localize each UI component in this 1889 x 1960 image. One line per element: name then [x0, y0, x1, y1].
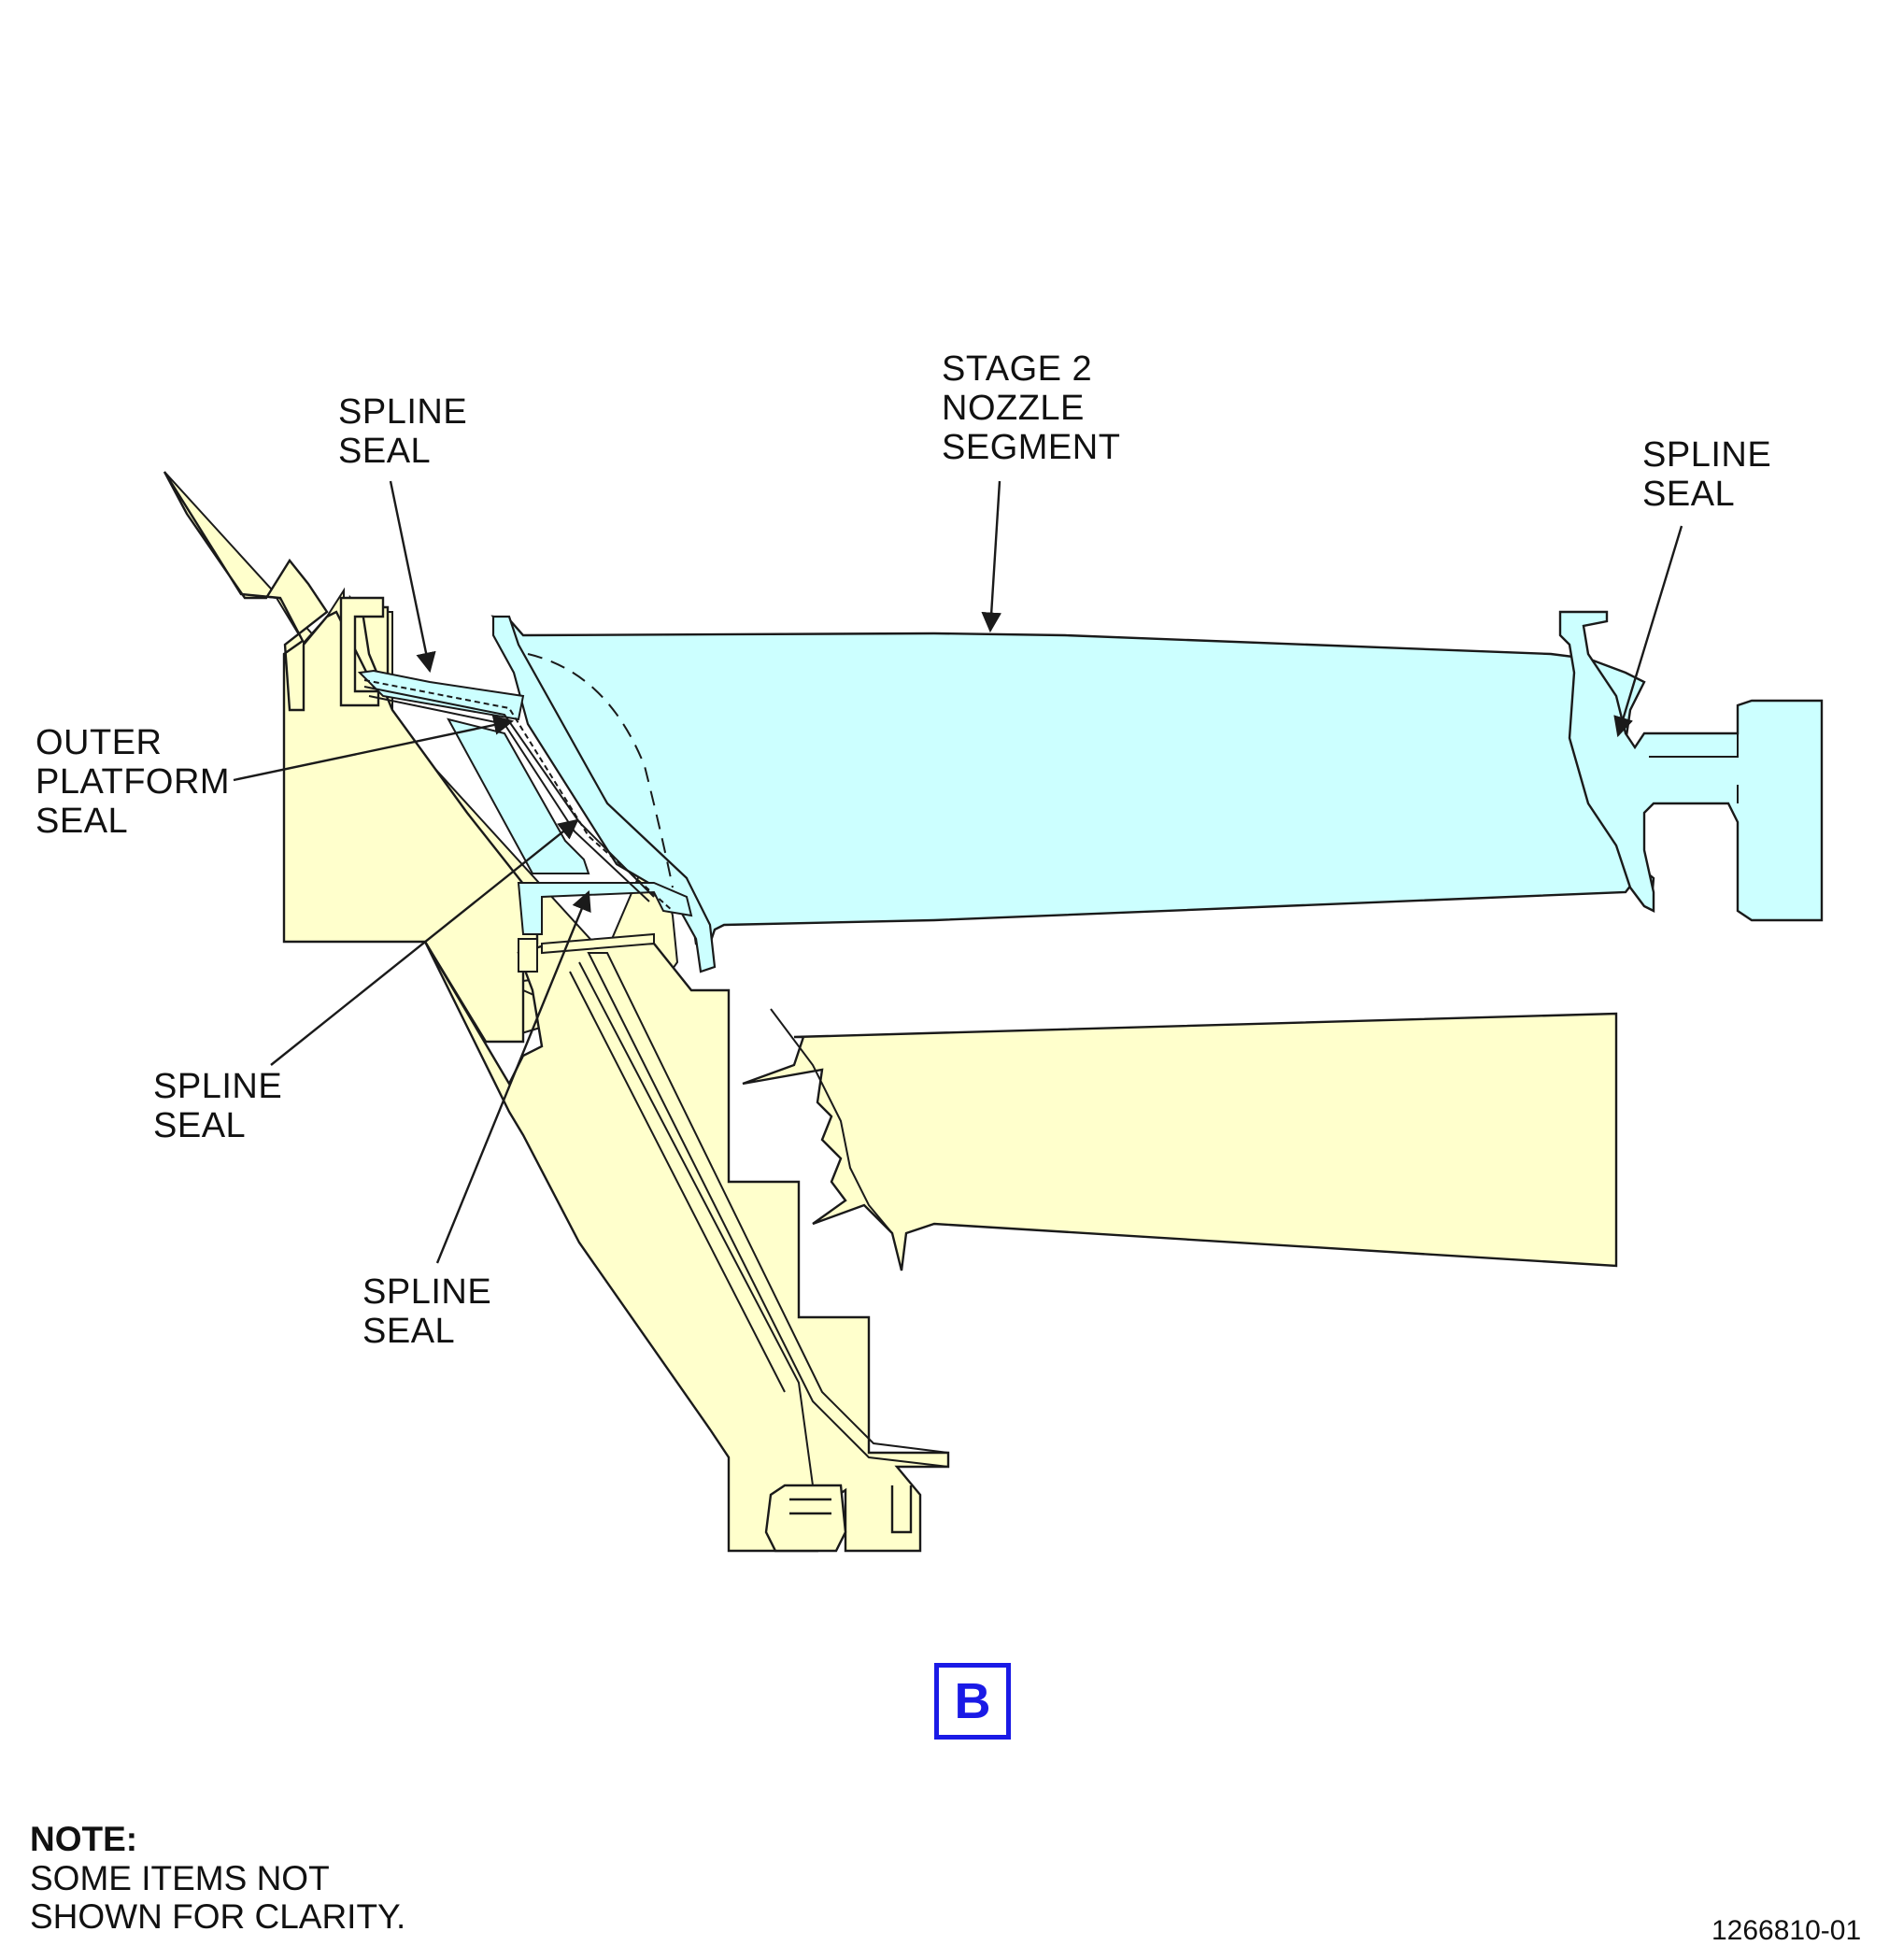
nozzle-inner-hook — [517, 882, 693, 935]
label-stage2-nozzle-segment: STAGE 2 NOZZLE SEGMENT — [942, 349, 1121, 467]
leader-spline-seal-right — [1613, 525, 1683, 738]
nozzle-aft-rail — [1558, 610, 1824, 922]
label-spline-seal-right: SPLINE SEAL — [1642, 435, 1772, 514]
outer-hook — [339, 596, 385, 707]
diagonal-liner — [587, 952, 949, 1469]
figure-number: 1266810-01 — [1711, 1915, 1862, 1946]
leader-spline-seal-top — [389, 480, 436, 674]
rotor-blade-platform — [742, 1012, 1618, 1271]
nozzle-aft-hook — [1649, 733, 1739, 803]
rotor-leading-edge — [770, 1008, 893, 1234]
inner-hook-block — [518, 932, 655, 973]
bottom-bolt-hook — [890, 1485, 913, 1534]
leader-stage2-nozzle — [981, 480, 1001, 633]
note-heading: NOTE: — [30, 1820, 138, 1858]
leader-spline-seal-low — [435, 890, 591, 1264]
bottom-bolt — [764, 1484, 847, 1553]
leader-outer-platform-seal — [233, 715, 515, 782]
label-outer-platform-seal: OUTER PLATFORM SEAL — [36, 723, 231, 841]
leader-spline-seal-mid — [270, 818, 579, 1066]
nozzle-outer-platform — [491, 615, 717, 973]
label-spline-seal-mid: SPLINE SEAL — [153, 1067, 283, 1145]
label-spline-seal-low: SPLINE SEAL — [362, 1272, 492, 1351]
label-spline-seal-top: SPLINE SEAL — [338, 392, 468, 471]
note-text: SOME ITEMS NOT SHOWN FOR CLARITY. — [30, 1859, 406, 1936]
view-marker-b: B — [934, 1663, 1011, 1740]
outer-platform-seal-strip — [363, 686, 655, 902]
